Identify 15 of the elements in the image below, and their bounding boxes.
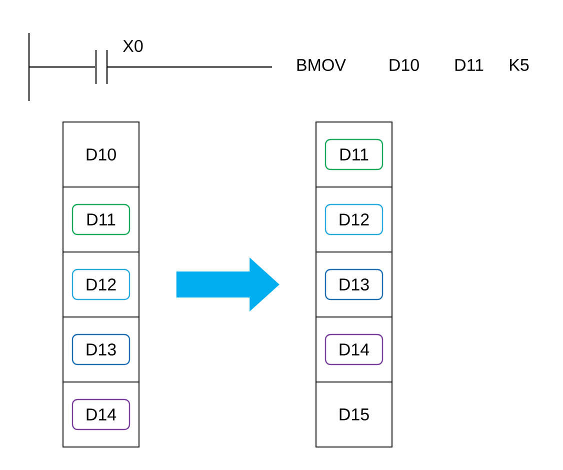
instruction-text: BMOV — [297, 58, 346, 72]
register-cell: D12 — [62, 252, 140, 318]
register-cell: D15 — [316, 382, 392, 448]
instruction-text: X0 — [122, 40, 143, 52]
register-cell: D13 — [62, 316, 140, 382]
instruction-text: D11 — [455, 59, 484, 71]
instruction-text: D10 — [390, 58, 419, 72]
register-cell: D12 — [316, 186, 392, 252]
register-cell: D14 — [62, 382, 140, 448]
register-cell: D14 — [316, 316, 392, 382]
register-cell: D13 — [316, 252, 392, 318]
register-cell: D11 — [62, 186, 140, 252]
instruction-text: K5 — [510, 59, 529, 71]
register-cell: D10 — [62, 122, 140, 188]
register-cell: D11 — [316, 122, 392, 188]
